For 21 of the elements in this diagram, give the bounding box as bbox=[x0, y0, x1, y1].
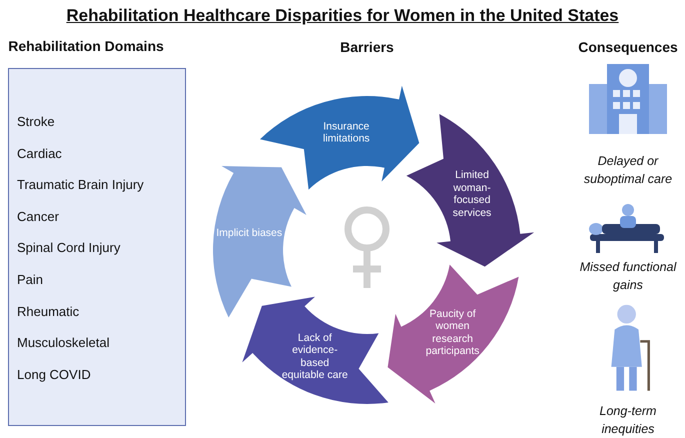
list-item: Stroke bbox=[17, 114, 55, 129]
segment-label: Paucity of women research participants bbox=[424, 308, 480, 358]
list-item: Cancer bbox=[17, 208, 59, 224]
list-item: Musculoskeletal bbox=[17, 335, 110, 350]
segment-label: Limited woman-focused services bbox=[452, 169, 492, 220]
section-heading: Consequences bbox=[578, 38, 678, 56]
consequence-caption: Delayed or suboptimal care bbox=[582, 153, 674, 188]
title: Rehabilitation Healthcare Disparities for Women in the United States bbox=[65, 6, 620, 26]
list-item: Cardiac bbox=[17, 146, 62, 161]
list-item: Traumatic Brain Injury bbox=[17, 177, 144, 192]
section-heading: Barriers bbox=[339, 38, 395, 56]
consequence-caption: Long-term inequities bbox=[598, 403, 658, 438]
segment-label: Insurance limitations bbox=[322, 120, 371, 146]
list-item: Spinal Cord Injury bbox=[17, 240, 120, 256]
list-item: Long COVID bbox=[17, 366, 91, 382]
panel-heading: Rehabilitation Domains bbox=[7, 38, 165, 54]
segment-label: Lack of evidence-based equitable care bbox=[280, 332, 349, 382]
list-item: Pain bbox=[17, 272, 44, 287]
consequence-caption: Missed functional gains bbox=[578, 259, 678, 294]
segment-label: Implicit biases bbox=[215, 227, 284, 240]
list-item: Rheumatic bbox=[17, 304, 80, 319]
